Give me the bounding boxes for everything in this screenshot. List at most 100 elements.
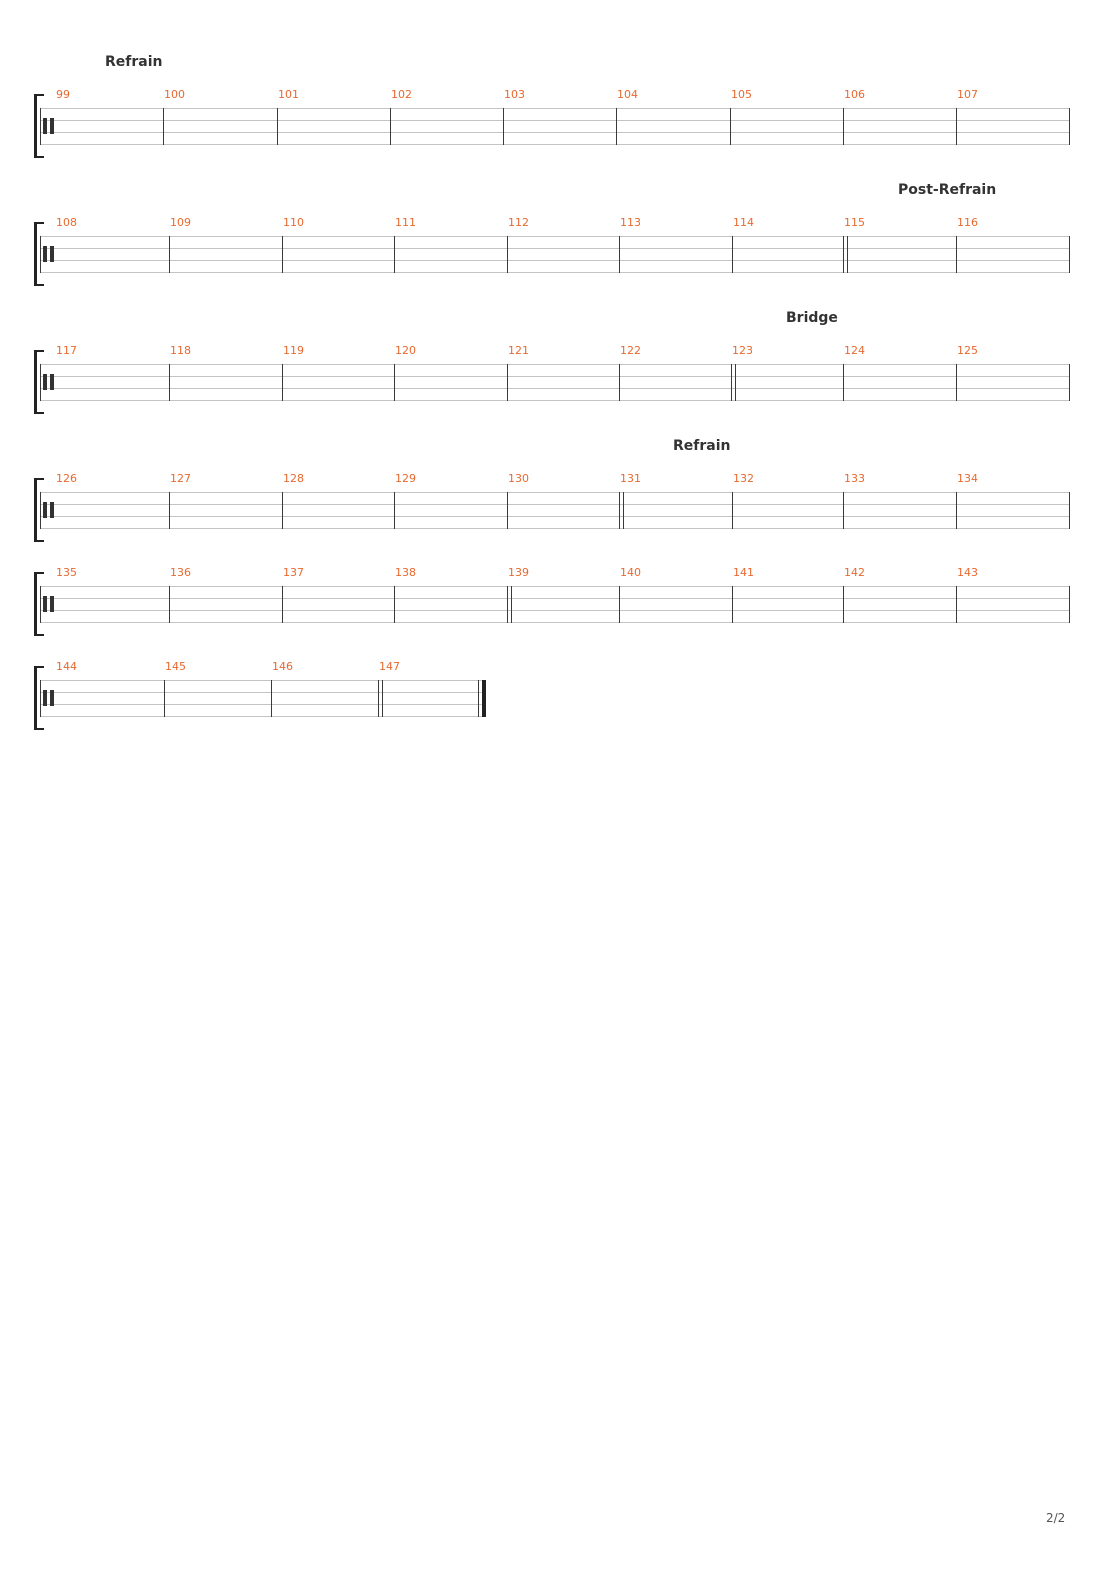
system-brace	[34, 222, 37, 286]
page-number: 2/2	[1046, 1511, 1066, 1525]
system-brace	[34, 666, 37, 730]
system-brace-bottom	[34, 156, 44, 158]
section-label: Refrain	[105, 54, 163, 70]
tab-clef-mark	[50, 374, 54, 390]
barline	[956, 236, 957, 273]
bar-number: 121	[508, 344, 529, 357]
barline	[169, 236, 170, 273]
staff-line	[40, 376, 1069, 377]
bar-number: 146	[272, 660, 293, 673]
final-barline	[482, 680, 486, 717]
barline	[619, 586, 620, 623]
barline	[507, 236, 508, 273]
system-brace-bottom	[34, 284, 44, 286]
barline	[40, 586, 41, 623]
barline	[271, 680, 272, 717]
bar-number: 117	[56, 344, 77, 357]
staff-line	[40, 716, 485, 717]
barline	[282, 492, 283, 529]
system-brace-top	[34, 478, 44, 480]
barline	[843, 364, 844, 401]
bar-number: 106	[844, 88, 865, 101]
double-barline	[623, 492, 624, 529]
tab-clef-mark	[50, 502, 54, 518]
barline	[1069, 236, 1070, 273]
barline	[390, 108, 391, 145]
system-brace-top	[34, 572, 44, 574]
tab-clef-mark	[50, 596, 54, 612]
bar-number: 114	[733, 216, 754, 229]
barline	[169, 492, 170, 529]
tab-clef-mark	[43, 502, 47, 518]
barline	[163, 108, 164, 145]
bar-number: 141	[733, 566, 754, 579]
bar-number: 128	[283, 472, 304, 485]
barline	[1069, 108, 1070, 145]
staff-line	[40, 236, 1069, 237]
bar-number: 108	[56, 216, 77, 229]
bar-number: 125	[957, 344, 978, 357]
tab-clef-mark	[43, 374, 47, 390]
barline	[282, 236, 283, 273]
bar-number: 120	[395, 344, 416, 357]
double-barline	[847, 236, 848, 273]
bar-number: 100	[164, 88, 185, 101]
tab-clef-mark	[43, 690, 47, 706]
staff-line	[40, 492, 1069, 493]
staff-line	[40, 528, 1069, 529]
staff-line	[40, 586, 1069, 587]
system-brace-bottom	[34, 634, 44, 636]
barline	[507, 586, 508, 623]
system-brace-bottom	[34, 412, 44, 414]
bar-number: 102	[391, 88, 412, 101]
bar-number: 103	[504, 88, 525, 101]
barline	[843, 586, 844, 623]
tab-clef-mark	[50, 118, 54, 134]
barline	[732, 492, 733, 529]
staff-line	[40, 704, 485, 705]
staff-line	[40, 248, 1069, 249]
system-brace-top	[34, 94, 44, 96]
staff-line	[40, 680, 485, 681]
barline	[1069, 364, 1070, 401]
system-brace-top	[34, 222, 44, 224]
bar-number: 135	[56, 566, 77, 579]
barline	[956, 586, 957, 623]
bar-number: 104	[617, 88, 638, 101]
barline	[732, 236, 733, 273]
staff-line	[40, 504, 1069, 505]
system-brace-top	[34, 350, 44, 352]
bar-number: 126	[56, 472, 77, 485]
bar-number: 138	[395, 566, 416, 579]
barline	[616, 108, 617, 145]
bar-number: 122	[620, 344, 641, 357]
double-barline	[382, 680, 383, 717]
bar-number: 145	[165, 660, 186, 673]
tab-clef-mark	[50, 246, 54, 262]
barline	[277, 108, 278, 145]
bar-number: 139	[508, 566, 529, 579]
bar-number: 136	[170, 566, 191, 579]
system-brace-bottom	[34, 728, 44, 730]
barline	[282, 364, 283, 401]
staff-line	[40, 108, 1069, 109]
bar-number: 111	[395, 216, 416, 229]
barline	[40, 680, 41, 717]
system-brace	[34, 572, 37, 636]
bar-number: 143	[957, 566, 978, 579]
barline	[731, 364, 732, 401]
barline	[164, 680, 165, 717]
barline	[507, 492, 508, 529]
barline	[40, 364, 41, 401]
barline	[956, 108, 957, 145]
barline	[843, 236, 844, 273]
bar-number: 113	[620, 216, 641, 229]
system-brace	[34, 350, 37, 414]
staff-line	[40, 388, 1069, 389]
tab-clef-mark	[50, 690, 54, 706]
bar-number: 137	[283, 566, 304, 579]
bar-number: 130	[508, 472, 529, 485]
tab-clef-mark	[43, 118, 47, 134]
system-brace	[34, 94, 37, 158]
